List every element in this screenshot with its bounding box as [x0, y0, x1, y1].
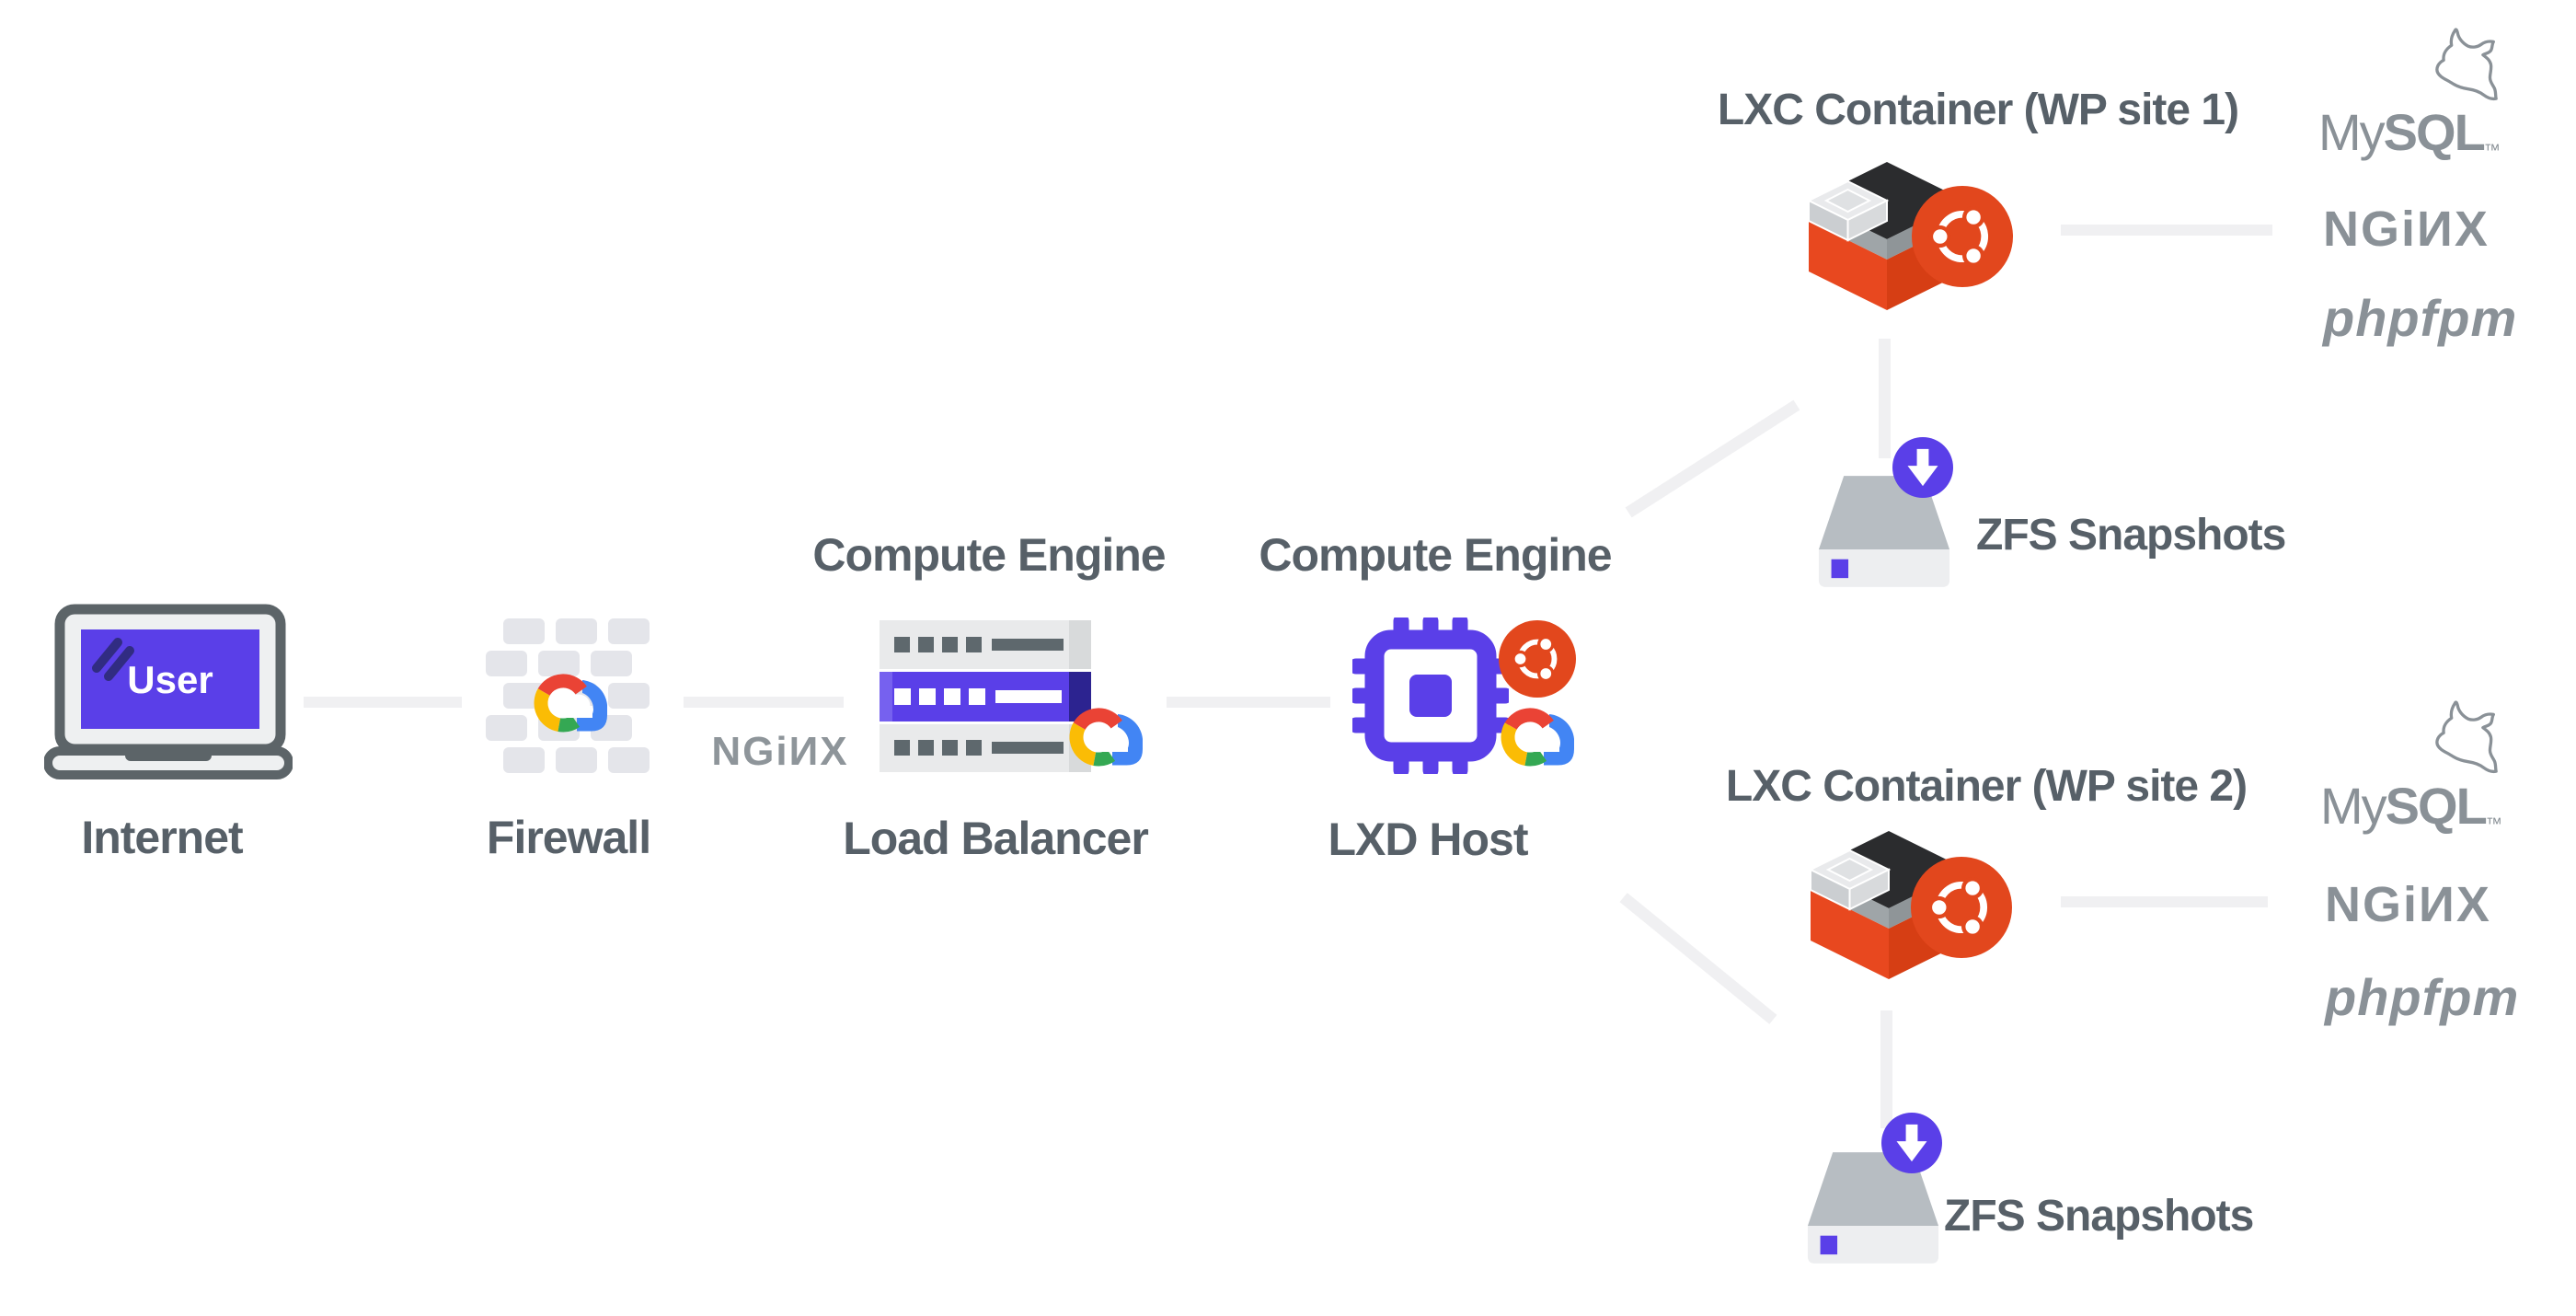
ubuntu-icon [1911, 857, 2012, 958]
laptop-screen-text: User [127, 658, 213, 701]
internet-node: User [43, 600, 293, 784]
connector-line [1625, 399, 1800, 518]
trademark-symbol: ™ [2483, 141, 2501, 159]
zfs-label-2: ZFS Snapshots [1944, 1192, 2254, 1241]
ubuntu-icon [1499, 620, 1576, 698]
mysql-logo: MySQL™ [2318, 103, 2501, 161]
mysql-logo: MySQL™ [2320, 777, 2502, 835]
mysql-dolphin-icon [2435, 700, 2498, 774]
load-balancer-label: Load Balancer [843, 813, 1149, 864]
lxd-host-label: LXD Host [1328, 814, 1529, 865]
mysql-dolphin-icon [2435, 28, 2498, 101]
connector-line [684, 697, 844, 708]
google-cloud-icon [1491, 697, 1583, 774]
internet-label: Internet [81, 812, 243, 863]
download-arrow-icon [1892, 437, 1953, 498]
connector-line [2061, 896, 2268, 907]
compute-engine-title-1: Compute Engine [812, 529, 1166, 581]
firewall-icon [486, 618, 653, 773]
connector-line [1619, 893, 1777, 1024]
google-cloud-icon [524, 663, 616, 740]
nginx-logo: NGiИX [2323, 202, 2490, 257]
connector-line [2061, 225, 2272, 236]
firewall-label: Firewall [486, 812, 651, 863]
connector-line [1167, 697, 1330, 708]
connector-line [1879, 339, 1891, 458]
phpfpm-logo: phpfpm [2325, 968, 2520, 1026]
cpu-chip-icon [1352, 618, 1509, 774]
google-cloud-icon [1060, 697, 1152, 774]
connector-line [1880, 1010, 1892, 1128]
compute-engine-title-2: Compute Engine [1259, 529, 1612, 581]
zfs-label-1: ZFS Snapshots [1976, 511, 2286, 560]
download-arrow-icon [1881, 1113, 1942, 1173]
lxc-container-2-label: LXC Container (WP site 2) [1725, 762, 2248, 811]
firewall-node [486, 618, 653, 773]
lxc-container-1-label: LXC Container (WP site 1) [1717, 86, 2239, 134]
nginx-logo: NGiИX [2325, 877, 2491, 932]
connector-line [304, 697, 462, 708]
ubuntu-icon [1912, 186, 2013, 287]
trademark-symbol: ™ [2485, 814, 2502, 833]
nginx-wordmark: NGiИX [711, 729, 849, 774]
phpfpm-logo: phpfpm [2323, 289, 2518, 347]
laptop-icon: User [43, 604, 293, 779]
